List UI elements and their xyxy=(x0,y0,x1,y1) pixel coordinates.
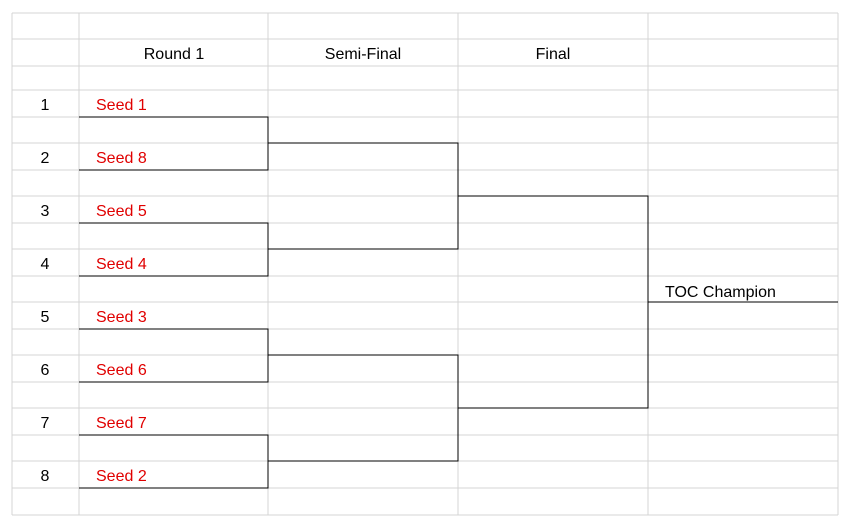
seed-label: Seed 7 xyxy=(96,415,147,432)
grid-lines xyxy=(11,12,839,516)
row-number: 3 xyxy=(41,203,50,220)
champion-label: TOC Champion xyxy=(665,284,776,301)
seed-label: Seed 2 xyxy=(96,468,147,485)
row-number: 7 xyxy=(41,415,50,432)
seed-label: Seed 3 xyxy=(96,309,147,326)
row-number: 8 xyxy=(41,468,50,485)
header-final: Final xyxy=(536,46,571,63)
row-number: 2 xyxy=(41,150,50,167)
seed-label: Seed 1 xyxy=(96,97,147,114)
header-round-1: Round 1 xyxy=(144,46,205,63)
row-number: 4 xyxy=(41,256,50,273)
seed-label: Seed 5 xyxy=(96,203,147,220)
seed-label: Seed 4 xyxy=(96,256,147,273)
seed-label: Seed 6 xyxy=(96,362,147,379)
row-number: 1 xyxy=(41,97,50,114)
row-number: 5 xyxy=(41,309,50,326)
bracket-lines xyxy=(79,116,838,489)
header-semi-final: Semi-Final xyxy=(325,46,401,63)
seed-label: Seed 8 xyxy=(96,150,147,167)
row-number: 6 xyxy=(41,362,50,379)
